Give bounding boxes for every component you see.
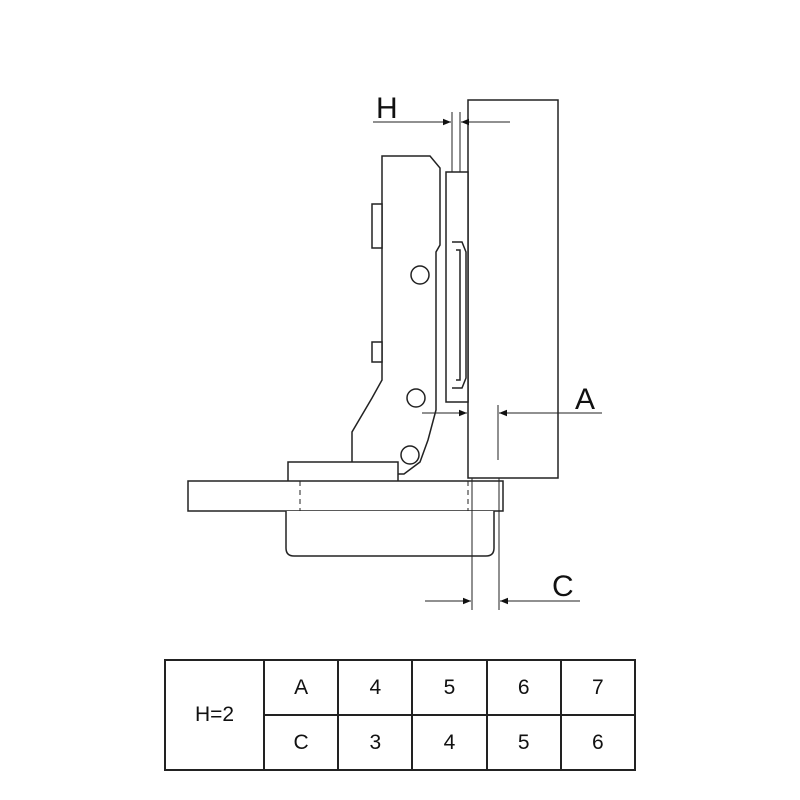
table-cell: 4 bbox=[411, 714, 488, 771]
hinge-diagram: H A C bbox=[187, 92, 602, 610]
c-label: C bbox=[552, 570, 574, 603]
screw-hole-2 bbox=[406, 388, 426, 408]
table-cell: 6 bbox=[559, 714, 637, 771]
arm-tab-top bbox=[371, 203, 383, 249]
table-cell: 5 bbox=[411, 659, 488, 716]
table-cell: 6 bbox=[485, 659, 562, 716]
dimension-table: H=2 A 4 5 6 7 C 3 4 5 6 bbox=[164, 659, 637, 771]
table-cell: 5 bbox=[485, 714, 562, 771]
table-cell: 4 bbox=[337, 659, 414, 716]
cup-detail bbox=[452, 241, 467, 389]
row-label-a: A bbox=[262, 659, 340, 716]
hinge-cup-plate bbox=[445, 171, 469, 403]
table-cell: 7 bbox=[559, 659, 637, 716]
hinge-cup bbox=[285, 511, 495, 557]
screw-hole-3 bbox=[400, 445, 420, 465]
table-row: C 3 4 5 6 bbox=[165, 714, 637, 771]
arm-tab-bottom bbox=[371, 341, 383, 363]
base-mount bbox=[287, 461, 399, 483]
door-panel bbox=[467, 99, 559, 479]
cabinet-side bbox=[187, 480, 504, 512]
table-cell: 3 bbox=[337, 714, 414, 771]
hinge-arm bbox=[351, 155, 441, 475]
screw-hole-1 bbox=[410, 265, 430, 285]
a-label: A bbox=[575, 383, 595, 416]
header-cell: H=2 bbox=[164, 659, 265, 771]
cup-detail-inner bbox=[456, 249, 461, 381]
h-label: H bbox=[376, 92, 398, 125]
row-label-c: C bbox=[262, 714, 340, 771]
table-row: H=2 A 4 5 6 7 bbox=[164, 659, 637, 771]
